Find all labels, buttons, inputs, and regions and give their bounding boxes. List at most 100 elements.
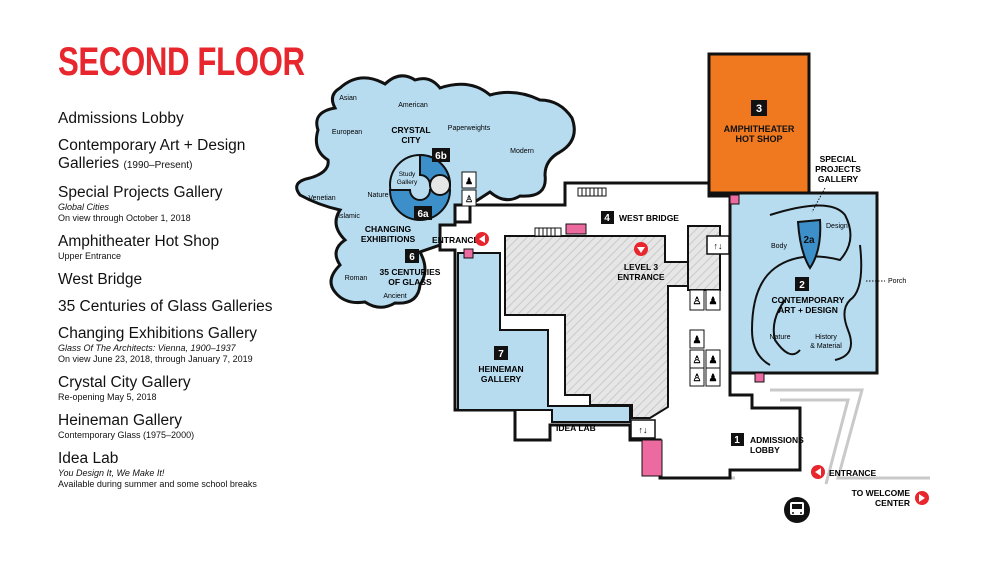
restroom-marker: [729, 194, 740, 205]
changing-label-2: EXHIBITIONS: [361, 234, 416, 244]
welcome-label-2: CENTER: [875, 498, 910, 508]
label-roman: Roman: [345, 275, 368, 282]
elevator-symbol: ↑↓: [714, 241, 723, 251]
legend-item-exhibit: You Design It, We Make It!: [58, 468, 165, 478]
elevator-icon: [630, 419, 656, 439]
pink-marker: [565, 223, 587, 235]
entrance-left-label: ENTRANCE: [432, 235, 480, 245]
label-islamic: Islamic: [338, 213, 360, 220]
walkway: [770, 388, 930, 480]
legend-item-detail: Upper Entrance: [58, 251, 122, 261]
crystal-6b-label: 6b: [435, 151, 447, 162]
legend-item-label: Changing Exhibitions Gallery: [58, 325, 258, 342]
legend-item-exhibit: Global Cities: [58, 202, 110, 212]
heineman-label-1: HEINEMAN: [478, 364, 523, 374]
legend-item-special-projects[interactable]: Special Projects Gallery Global Cities O…: [58, 184, 308, 224]
svg-text:♙: ♙: [693, 296, 702, 307]
entrance-right-label: ENTRANCE: [829, 468, 877, 478]
legend-item-label: Heineman Gallery: [58, 412, 183, 429]
svg-text:♙: ♙: [465, 194, 473, 204]
restrooms-icon: ♙ ♟ ♟ ♙ ♟ ♙ ♟: [689, 289, 721, 387]
legend-item-detail: On view June 23, 2018, through January 7…: [58, 354, 253, 364]
legend-item-label: Contemporary Art + Design: [58, 137, 246, 154]
admissions-label-2: LOBBY: [750, 445, 780, 455]
hot-shop-label-2: HOT SHOP: [735, 134, 782, 144]
welcome-label-1: TO WELCOME: [852, 488, 911, 498]
svg-text:♙: ♙: [693, 355, 702, 366]
label-american: American: [398, 102, 428, 109]
level3-label-2: ENTRANCE: [617, 272, 665, 282]
changing-exhibitions-6a[interactable]: [388, 189, 452, 221]
label-asian: Asian: [339, 95, 357, 102]
legend-item-35-centuries[interactable]: 35 Centuries of Glass Galleries: [58, 298, 308, 316]
changing-label-1: CHANGING: [365, 224, 412, 234]
legend-item-label: Amphitheater Hot Shop: [58, 233, 220, 250]
admissions-label-1: ADMISSIONS: [750, 435, 804, 445]
special-projects-label-1: SPECIAL: [820, 154, 857, 164]
stairs-icon: [577, 187, 607, 197]
label-nature-right: Nature: [769, 334, 790, 341]
centuries-number: 6: [409, 252, 415, 263]
svg-text:♟: ♟: [709, 355, 718, 366]
changing-6a-label: 6a: [417, 209, 429, 220]
central-block: [504, 235, 689, 419]
legend-item-west-bridge[interactable]: West Bridge: [58, 271, 308, 289]
elevator-symbol: ↑↓: [639, 425, 648, 435]
legend-item-detail: Available during summer and some school …: [58, 479, 257, 489]
level3-label-1: LEVEL 3: [624, 262, 659, 272]
label-porch: Porch: [888, 278, 906, 285]
label-history: History: [815, 334, 837, 341]
study-label-1: Study: [399, 171, 416, 178]
legend-item-admissions[interactable]: Admissions Lobby: [58, 110, 308, 128]
label-ancient: Ancient: [383, 293, 406, 300]
legend-item-detail: On view through October 1, 2018: [58, 213, 191, 223]
elevator-icon: [706, 235, 730, 255]
label-modern: Modern: [510, 148, 534, 155]
crystal-label-2: CITY: [401, 135, 421, 145]
hot-shop-label-1: AMPHITHEATER: [724, 124, 795, 134]
legend-item-heineman[interactable]: Heineman Gallery Contemporary Glass (197…: [58, 412, 308, 441]
heineman-label-2: GALLERY: [481, 374, 522, 384]
legend-item-label: Admissions Lobby: [58, 110, 184, 127]
svg-text:♙: ♙: [693, 373, 702, 384]
svg-text:♟: ♟: [709, 373, 718, 384]
legend-item-hot-shop[interactable]: Amphitheater Hot Shop Upper Entrance: [58, 233, 308, 262]
legend-item-period: (1990–Present): [123, 160, 193, 171]
page-title: SECOND FLOOR: [58, 40, 305, 84]
hot-shop-number: 3: [756, 103, 762, 115]
gallery-2a-label: 2a: [803, 235, 815, 246]
legend-item-crystal-city[interactable]: Crystal City Gallery Re-opening May 5, 2…: [58, 374, 308, 403]
west-bridge-number: 4: [604, 213, 610, 224]
legend-item-exhibit: Glass Of The Architects: Vienna, 1900–19…: [58, 343, 236, 353]
label-venetian: Venetian: [308, 195, 335, 202]
legend-item-label: Crystal City Gallery: [58, 374, 191, 391]
legend-item-label: Idea Lab: [58, 450, 119, 467]
special-projects-label-2: PROJECTS: [815, 164, 861, 174]
label-design: Design: [826, 223, 848, 230]
contemporary-number: 2: [799, 280, 805, 291]
legend-item-label: West Bridge: [58, 271, 143, 288]
svg-text:♟: ♟: [709, 296, 718, 307]
legend: Admissions Lobby Contemporary Art + Desi…: [58, 110, 308, 499]
idea-lab-label: IDEA LAB: [556, 423, 596, 433]
legend-item-label: Special Projects Gallery: [58, 184, 223, 201]
legend-item-changing-exhibitions[interactable]: Changing Exhibitions Gallery Glass Of Th…: [58, 325, 308, 365]
svg-text:♟: ♟: [465, 176, 473, 186]
crystal-label-1: CRYSTAL: [391, 125, 430, 135]
label-paperweights: Paperweights: [448, 125, 491, 132]
restrooms-icon: ♟ ♙: [461, 171, 477, 207]
label-european: European: [332, 129, 362, 136]
label-body: Body: [771, 243, 787, 250]
legend-item-label: 35 Centuries of Glass Galleries: [58, 298, 273, 315]
label-nature-left: Nature: [367, 192, 388, 199]
contemporary-label-2: ART + DESIGN: [778, 305, 838, 315]
legend-item-contemporary[interactable]: Contemporary Art + Design Galleries (199…: [58, 137, 308, 175]
special-projects-label-3: GALLERY: [818, 174, 859, 184]
centuries-label-1: 35 CENTURIES: [380, 267, 441, 277]
legend-item-label-2: Galleries: [58, 155, 120, 172]
pink-marker: [641, 439, 663, 477]
legend-item-idea-lab[interactable]: Idea Lab You Design It, We Make It! Avai…: [58, 450, 308, 490]
heineman-number: 7: [498, 349, 504, 360]
gallery-2a[interactable]: [796, 218, 822, 270]
